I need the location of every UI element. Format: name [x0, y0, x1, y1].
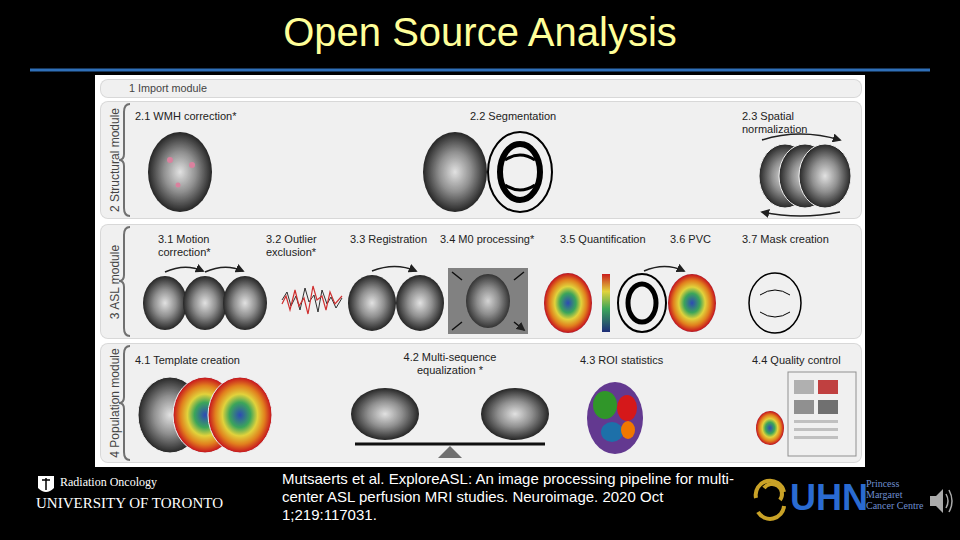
title-rule [30, 69, 930, 72]
step-label: 3.6 PVC [670, 233, 730, 246]
module-heading: 4 Population module [108, 348, 122, 457]
module-heading: 3 ASL module [108, 244, 122, 318]
department-name: Radiation Oncology [60, 475, 157, 489]
hospital-logo-text: UHN [790, 478, 868, 518]
module-heading: 2 Structural module [108, 108, 122, 212]
step-label: 3.1 Motion correction* [158, 233, 230, 259]
step-label: 2.1 WMH correction* [135, 110, 275, 123]
module-heading: 1 Import module [129, 81, 207, 95]
step-label: 4.1 Template creation [135, 354, 265, 367]
speaker-icon [930, 489, 943, 513]
uhn-swirl [756, 481, 784, 519]
step-label: 3.4 M0 processing* [440, 233, 546, 246]
citation-caption: Mutsaerts et al. ExploreASL: An image pr… [282, 470, 744, 524]
uhn-swirl [764, 484, 782, 500]
speaker-icon [930, 489, 952, 513]
figure-panel [95, 75, 865, 467]
uoft-crest [38, 476, 54, 492]
step-label: 3.7 Mask creation [742, 233, 852, 246]
centre-name: Princess Margaret Cancer Centre [866, 478, 928, 511]
uhn-swirl [758, 506, 784, 519]
step-label: 3.2 Outlier exclusion* [266, 233, 328, 259]
figure-panel [95, 75, 865, 467]
step-label: 3.5 Quantification [560, 233, 660, 246]
speaker-icon [946, 490, 952, 512]
module-band: 1 Import module [100, 79, 862, 98]
title-rule [30, 70, 930, 71]
step-label: 4.2 Multi-sequence equalization * [380, 351, 520, 377]
step-label: 4.4 Quality control [752, 354, 852, 367]
university-name: UNIVERSITY OF TORONTO [36, 494, 223, 512]
uoft-crest [38, 476, 54, 492]
step-label: 2.3 Spatial normalization [742, 110, 860, 136]
slide-title: Open Source Analysis [0, 8, 960, 56]
uoft-crest [42, 478, 50, 490]
step-label: 2.2 Segmentation [470, 110, 590, 123]
step-label: 3.3 Registration [350, 233, 430, 246]
step-label: 4.3 ROI statistics [580, 354, 690, 367]
